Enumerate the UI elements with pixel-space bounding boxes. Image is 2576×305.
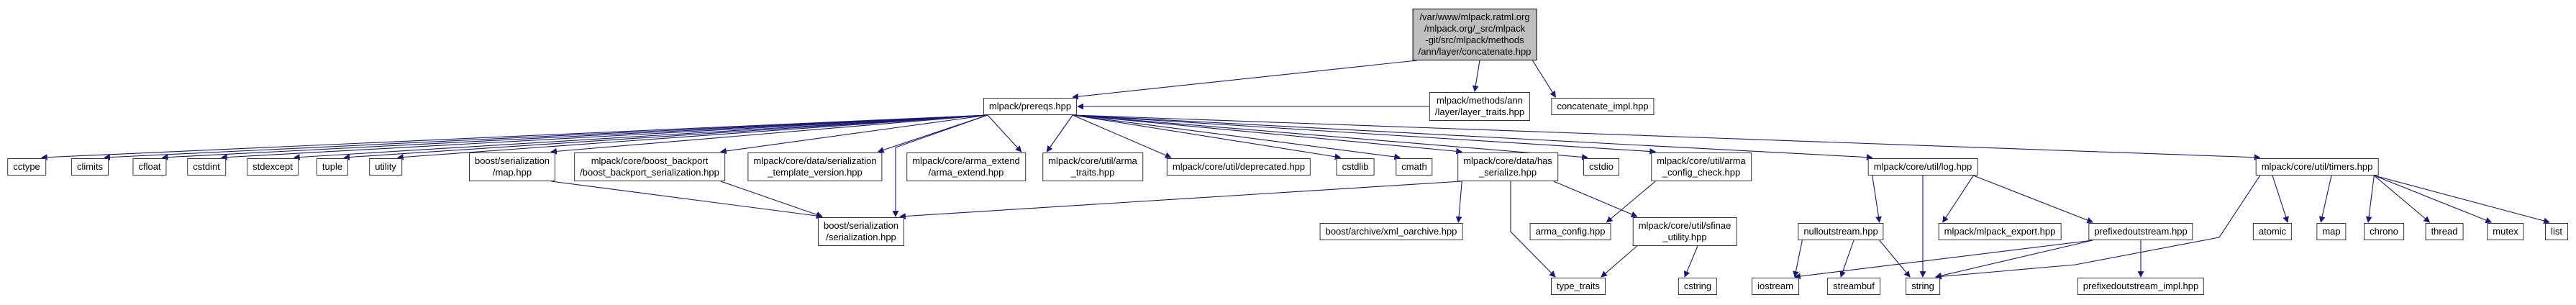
graph-node-log[interactable]: mlpack/core/util/log.hpp [1867, 158, 1978, 176]
graph-node-cstdint: cstdint [187, 158, 226, 176]
include-edge-prereqs--cstdint [220, 114, 988, 160]
graph-node-arma_config[interactable]: arma_config.hpp [1529, 223, 1611, 240]
graph-node-cmath: cmath [1396, 158, 1433, 176]
include-edge-prereqs--arma_config_check [1073, 114, 1657, 155]
include-edge-nulloutstream--streambuf [1839, 240, 1854, 278]
graph-node-prefixedoutstream[interactable]: prefixedoutstream.hpp [2088, 223, 2193, 240]
include-edge-prereqs--utility [396, 114, 988, 160]
graph-node-arma_config_check[interactable]: mlpack/core/util/arma _config_check.hpp [1651, 152, 1752, 181]
include-edge-concatenate--prereqs [1072, 60, 1417, 100]
graph-node-stdexcept: stdexcept [247, 158, 299, 176]
include-edge-log--mlpack_export [1942, 175, 1974, 223]
graph-node-streambuf: streambuf [1827, 278, 1880, 295]
include-edge-sfinae_utility--type_traits [1601, 245, 1638, 278]
graph-node-timers[interactable]: mlpack/core/util/timers.hpp [2255, 158, 2379, 176]
include-edge-log--nulloutstream [1872, 175, 1882, 223]
graph-node-cstdio: cstdio [1583, 158, 1619, 176]
graph-node-mutex: mutex [2487, 223, 2524, 240]
include-edge-timers--chrono [2365, 175, 2375, 223]
graph-node-cstring: cstring [1678, 278, 1718, 295]
graph-node-xml_oarchive: boost/archive/xml_oarchive.hpp [1319, 223, 1463, 240]
include-edge-prereqs--arma_traits [1046, 114, 1073, 152]
graph-node-deprecated[interactable]: mlpack/core/util/deprecated.hpp [1166, 158, 1311, 176]
include-edge-prefixedoutstream--string [1935, 240, 2093, 279]
include-edge-prereqs--has_serialize [1073, 114, 1463, 155]
include-edge-prereqs--boost_backport [719, 114, 988, 155]
include-edge-boost_serialization_map--boost_serialization [550, 181, 823, 219]
include-edge-nulloutstream--iostream [1793, 240, 1803, 278]
include-edge-prereqs--log [1073, 114, 1873, 160]
include-edge-timers--string [1935, 175, 2261, 280]
include-edge-prereqs--deprecated [1072, 114, 1172, 158]
include-edge-prereqs--climits [104, 114, 988, 161]
graph-node-climits: climits [70, 158, 109, 176]
graph-node-boost_backport[interactable]: mlpack/core/boost_backport /boost_backpo… [574, 152, 725, 181]
graph-node-boost_serialization: boost/serialization /serialization.hpp [817, 217, 905, 246]
include-edge-concatenate--layer_traits [1472, 60, 1480, 92]
include-edge-prereqs--boost_serialization [892, 114, 988, 217]
graph-node-arma_extend[interactable]: mlpack/core/arma_extend /arma_extend.hpp [906, 152, 1026, 181]
include-edge-prefixedoutstream--iostream [1794, 240, 2093, 280]
include-edge-prereqs--arma_extend [987, 114, 1022, 152]
include-edge-nulloutstream--string [1879, 240, 1911, 278]
graph-node-layer_traits[interactable]: mlpack/methods/ann /layer/layer_traits.h… [1429, 92, 1531, 121]
include-edge-prereqs--cmath [1073, 114, 1401, 160]
graph-node-has_serialize[interactable]: mlpack/core/data/has _serialize.hpp [1457, 152, 1558, 181]
graph-node-iostream: iostream [1752, 278, 1799, 295]
graph-node-concatenate_impl[interactable]: concatenate_impl.hpp [1551, 98, 1655, 115]
include-edge-arma_config_check--arma_config [1606, 181, 1656, 223]
include-edge-sfinae_utility--cstring [1683, 245, 1698, 278]
include-edge-has_serialize--sfinae_utility [1553, 181, 1638, 217]
include-edge-timers--mutex [2374, 175, 2493, 224]
graph-node-map: map [2316, 223, 2347, 240]
include-edge-timers--map [2318, 175, 2332, 223]
graph-node-boost_serialization_map: boost/serialization /map.hpp [468, 152, 556, 181]
include-edge-has_serialize--type_traits [1510, 181, 1556, 278]
include-edge-prereqs--cctype [40, 114, 988, 161]
include-edge-prereqs--cstdio [1073, 114, 1588, 160]
include-edge-timers--thread [2373, 175, 2431, 223]
include-edge-prereqs--boost_serialization_map [550, 114, 988, 155]
include-edge-has_serialize--boost_serialization [899, 181, 1462, 219]
graph-node-list: list [2545, 223, 2568, 240]
include-edge-prereqs--timers [1073, 114, 2261, 161]
graph-node-type_traits: type_traits [1551, 278, 1606, 295]
graph-node-atomic: atomic [2252, 223, 2293, 240]
graph-node-tuple: tuple [316, 158, 349, 176]
graph-node-prereqs[interactable]: mlpack/prereqs.hpp [983, 98, 1078, 115]
graph-node-chrono: chrono [2364, 223, 2404, 240]
graph-node-sfinae_utility[interactable]: mlpack/core/util/sfinae _utility.hpp [1632, 217, 1737, 246]
graph-node-string: string [1906, 278, 1940, 295]
graph-node-serialization_template_version[interactable]: mlpack/core/data/serialization _template… [747, 152, 883, 181]
include-edge-has_serialize--xml_oarchive [1455, 181, 1462, 223]
include-edge-concatenate--concatenate_impl [1532, 60, 1556, 98]
include-edge-log--prefixedoutstream [1973, 175, 2094, 224]
include-edge-prereqs--stdexcept [293, 114, 988, 160]
include-edge-prereqs--cfloat [161, 114, 988, 160]
graph-node-cfloat: cfloat [132, 158, 167, 176]
graph-node-cctype: cctype [7, 158, 46, 176]
graph-node-utility: utility [369, 158, 402, 176]
graph-node-cstdlib: cstdlib [1336, 158, 1375, 176]
graph-node-mlpack_export[interactable]: mlpack/mlpack_export.hpp [1938, 223, 2062, 240]
graph-node-arma_traits[interactable]: mlpack/core/util/arma _traits.hpp [1042, 152, 1143, 181]
include-edge-timers--list [2374, 175, 2550, 224]
graph-node-nulloutstream[interactable]: nulloutstream.hpp [1798, 223, 1884, 240]
graph-node-thread: thread [2425, 223, 2464, 240]
include-edge-prereqs--tuple [343, 114, 988, 160]
include-edge-boost_backport--boost_serialization [720, 181, 823, 218]
include-edge-prereqs--cstdlib [1073, 114, 1342, 160]
include-edge-timers--atomic [2272, 175, 2289, 223]
graph-node-prefixedoutstream_impl[interactable]: prefixedoutstream_impl.hpp [2077, 278, 2205, 295]
graph-node-concatenate: /var/www/mlpack.ratml.org /mlpack.org/_s… [1412, 9, 1537, 60]
